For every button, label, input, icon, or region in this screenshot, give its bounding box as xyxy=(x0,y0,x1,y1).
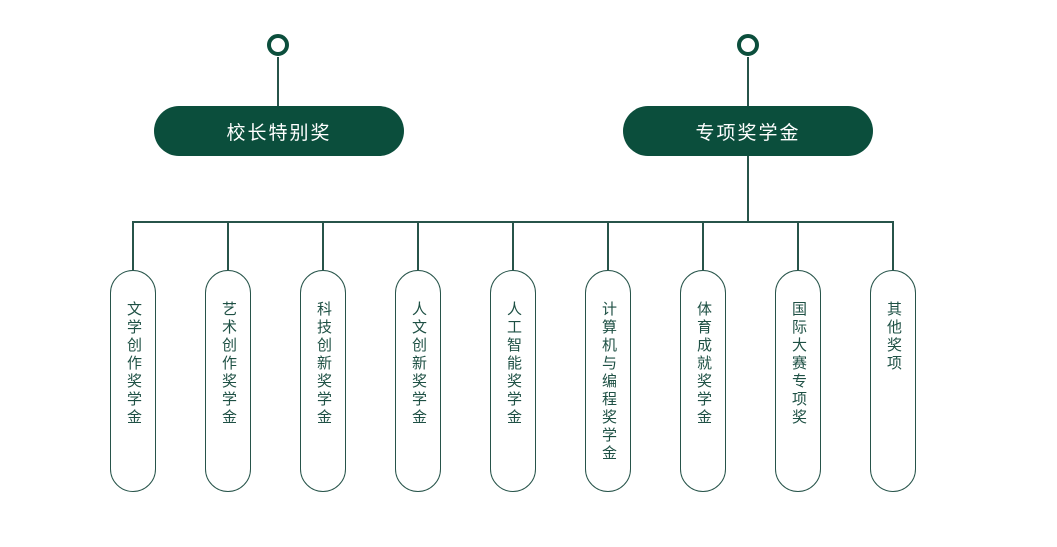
connector-drop-line xyxy=(322,221,324,270)
branch-pill: 人工智能奖学金 xyxy=(490,270,536,492)
root-node-label: 校长特别奖 xyxy=(226,122,332,144)
connector-drop-line xyxy=(607,221,609,270)
branch-node: 计算机与编程奖学金 xyxy=(585,221,631,492)
branch-pill: 科技创新奖学金 xyxy=(300,270,346,492)
branch-node: 人工智能奖学金 xyxy=(490,221,536,492)
branch-label: 计算机与编程奖学金 xyxy=(600,301,617,463)
root-node-principal-award: 校长特别奖 xyxy=(154,106,404,156)
connector-drop-line xyxy=(417,221,419,270)
branch-label: 文学创作奖学金 xyxy=(125,301,142,427)
branch-node: 其他奖项 xyxy=(870,221,916,492)
connector-drop-line xyxy=(892,221,894,270)
connector-drop-line xyxy=(702,221,704,270)
branch-node: 人文创新奖学金 xyxy=(395,221,441,492)
branch-label: 艺术创作奖学金 xyxy=(220,301,237,427)
connector-drop-line xyxy=(512,221,514,270)
branch-node: 艺术创作奖学金 xyxy=(205,221,251,492)
branch-pill: 国际大赛专项奖 xyxy=(775,270,821,492)
root-node-special-scholarship: 专项奖学金 xyxy=(623,106,873,156)
branch-pill: 艺术创作奖学金 xyxy=(205,270,251,492)
anchor-ring-icon xyxy=(737,34,759,56)
branch-row: 文学创作奖学金 艺术创作奖学金 科技创新奖学金 人文创新奖学金 人工智能奖学金 xyxy=(110,221,916,492)
connector-line xyxy=(747,156,749,221)
branch-node: 文学创作奖学金 xyxy=(110,221,156,492)
connector-drop-line xyxy=(797,221,799,270)
branch-label: 人工智能奖学金 xyxy=(505,301,522,427)
branch-pill: 文学创作奖学金 xyxy=(110,270,156,492)
connector-drop-line xyxy=(227,221,229,270)
branch-node: 国际大赛专项奖 xyxy=(775,221,821,492)
branch-label: 其他奖项 xyxy=(885,301,902,373)
branch-pill: 体育成就奖学金 xyxy=(680,270,726,492)
branch-label: 人文创新奖学金 xyxy=(410,301,427,427)
root-node-label: 专项奖学金 xyxy=(695,122,801,144)
branch-label: 科技创新奖学金 xyxy=(315,301,332,427)
branch-label: 国际大赛专项奖 xyxy=(790,301,807,427)
connector-line xyxy=(747,57,749,106)
anchor-ring-icon xyxy=(267,34,289,56)
connector-drop-line xyxy=(132,221,134,270)
connector-line xyxy=(277,57,279,106)
branch-pill: 其他奖项 xyxy=(870,270,916,492)
branch-pill: 人文创新奖学金 xyxy=(395,270,441,492)
branch-label: 体育成就奖学金 xyxy=(695,301,712,427)
branch-node: 体育成就奖学金 xyxy=(680,221,726,492)
branch-node: 科技创新奖学金 xyxy=(300,221,346,492)
branch-pill: 计算机与编程奖学金 xyxy=(585,270,631,492)
